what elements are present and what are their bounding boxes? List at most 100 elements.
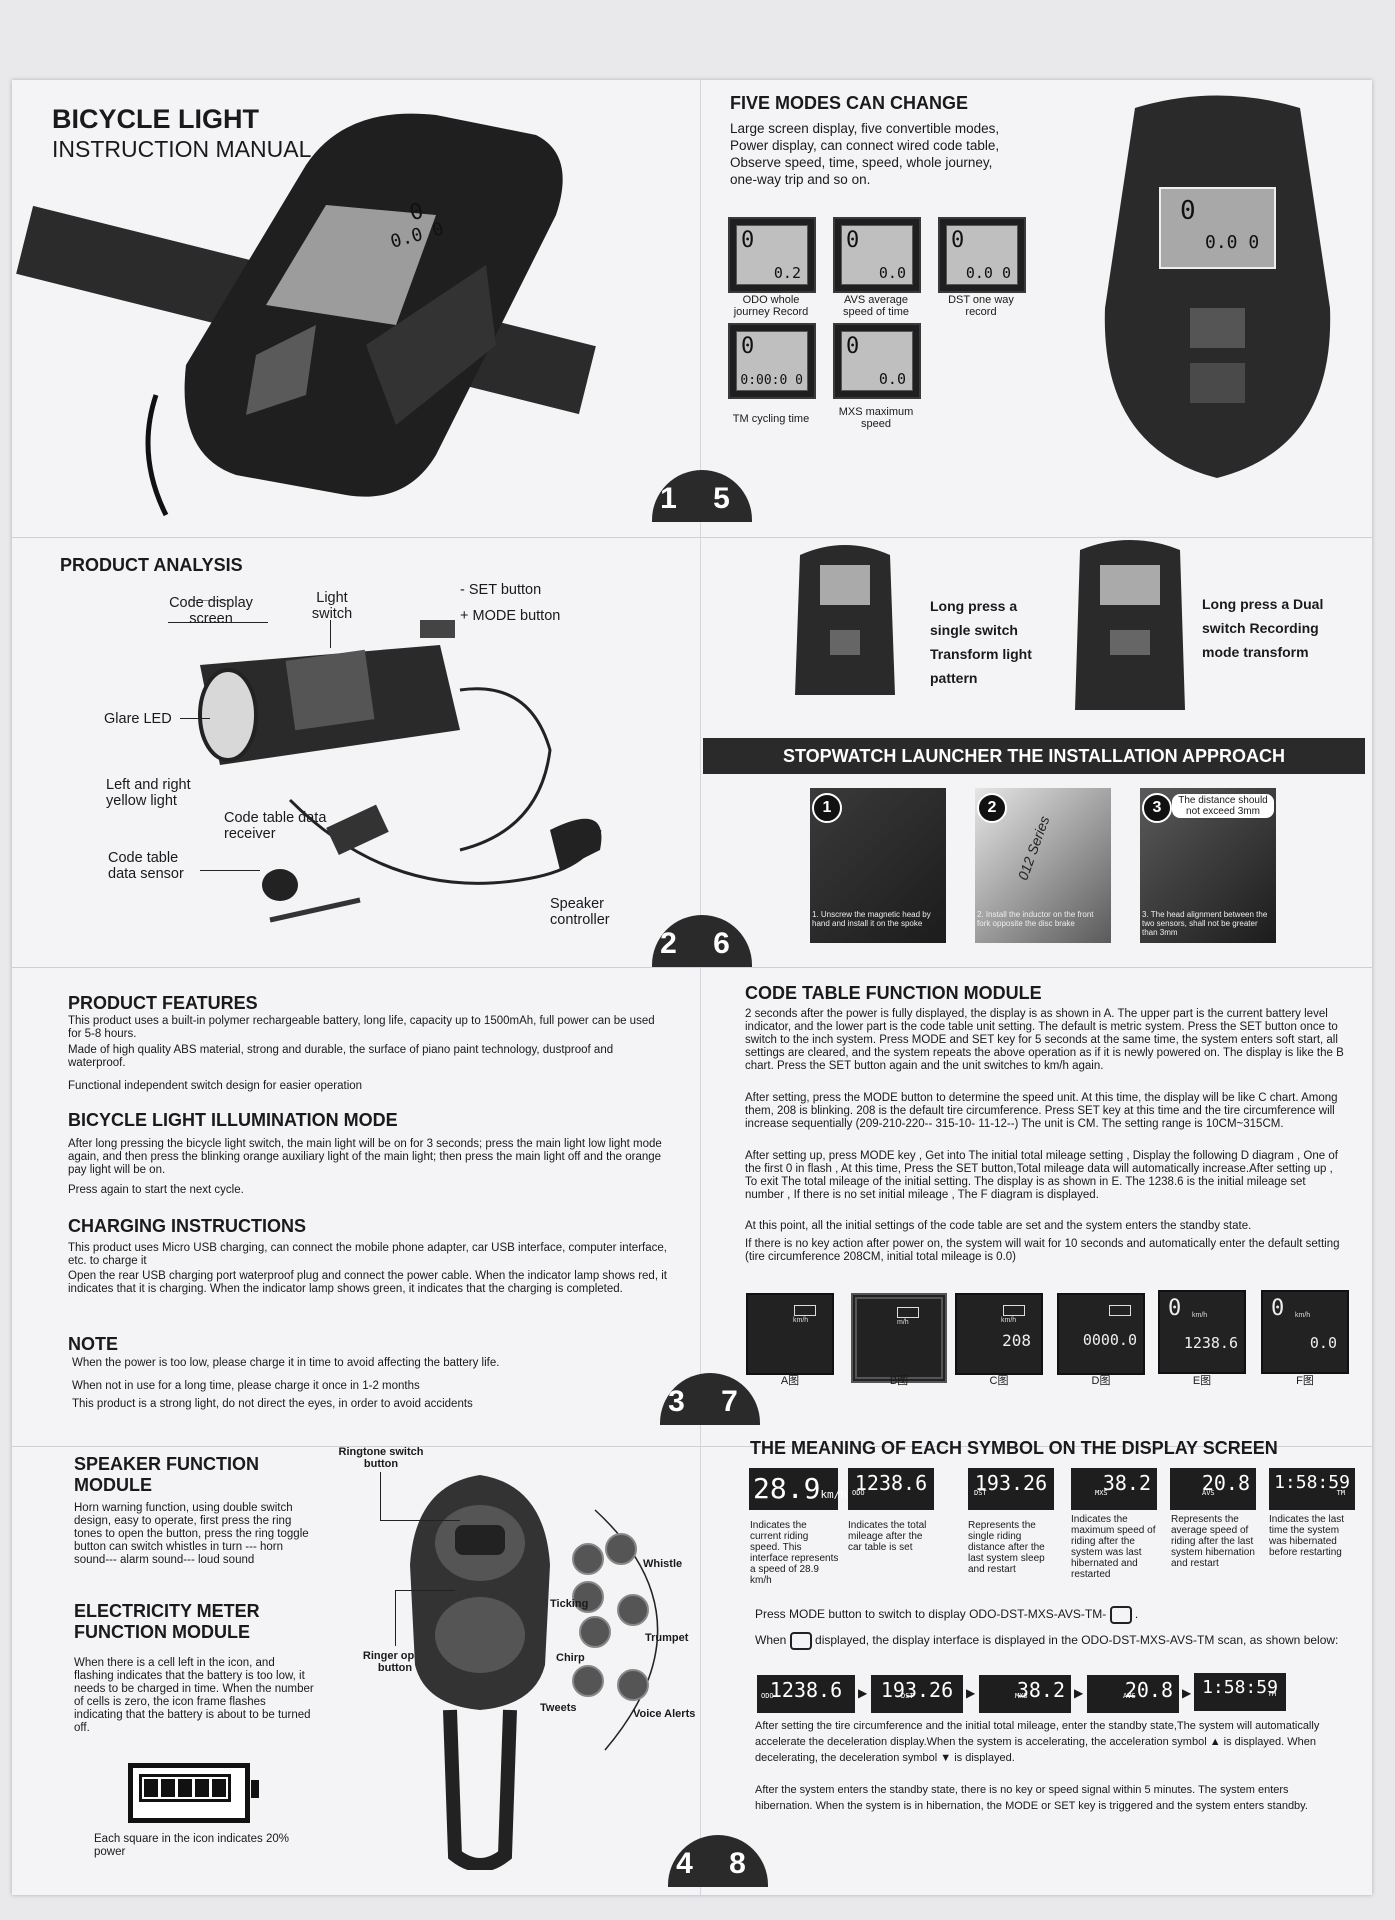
label-set-button: - SET button (460, 582, 542, 598)
note-line-3: This product is a strong light, do not d… (72, 1398, 473, 1410)
front-lcd-speed: 0 (1180, 196, 1196, 226)
hibernation-text: After the system enters the standby stat… (755, 1784, 1308, 1812)
leader-line (168, 622, 268, 623)
fold-line-vertical (700, 80, 701, 1895)
speaker-body: Horn warning function, using double swit… (74, 1502, 309, 1566)
five-modes-body: Large screen display, five convertible m… (730, 121, 1000, 187)
tweets-icon (572, 1665, 604, 1697)
diagram-f: 0 km/h 0.0 (1261, 1290, 1349, 1374)
symbol-dst-desc: Represents the single riding distance af… (968, 1520, 1045, 1575)
install-step-1-number: 1 (812, 793, 842, 823)
features-title: PRODUCT FEATURES (68, 993, 258, 1013)
label-speaker: Speaker controller (550, 896, 610, 928)
note-title: NOTE (68, 1334, 119, 1354)
label-light-switch: Light switch (311, 590, 353, 622)
diagram-b: m/h (851, 1293, 947, 1383)
sound-voice-alerts-label: Voice Alerts (633, 1708, 696, 1720)
product-analysis-title: PRODUCT ANALYSIS (60, 555, 243, 575)
note-line-1: When the power is too low, please charge… (72, 1357, 500, 1369)
chirp-icon (579, 1616, 611, 1648)
install-step-3-label: The distance should not exceed 3mm (1172, 794, 1274, 818)
meter-caption: Each square in the icon indicates 20% po… (94, 1833, 289, 1858)
code-table-para-5: If there is no key action after power on… (745, 1238, 1340, 1263)
mode-caption-tm: TM cycling time (732, 413, 810, 425)
mode-caption-dst: DST one way record (948, 294, 1014, 318)
when-displayed-text: When displayed, the display interface is… (755, 1632, 1345, 1650)
label-ringer-open: Ringer open button (362, 1650, 428, 1674)
meter-title: ELECTRICITY METER FUNCTION MODULE (74, 1601, 260, 1642)
sound-ticking-label: Ticking (550, 1598, 589, 1610)
page-title: BICYCLE LIGHT (52, 104, 259, 134)
diagram-e: 0 km/h 1238.6 (1158, 1290, 1246, 1374)
code-table-para-2: After setting, press the MODE button to … (745, 1092, 1338, 1130)
product-analysis-illustration (190, 600, 602, 923)
charging-title: CHARGING INSTRUCTIONS (68, 1216, 306, 1236)
fold-line (12, 1446, 1372, 1447)
symbols-title: THE MEANING OF EACH SYMBOL ON THE DISPLA… (750, 1438, 1278, 1458)
diagram-c-label: C图 (989, 1375, 1009, 1387)
long-press-single-text: Long press a single switch Transform lig… (930, 598, 1032, 686)
code-table-para-3: After setting up, press MODE key , Get i… (745, 1150, 1338, 1201)
cycle-symbol-icon (789, 1632, 812, 1650)
horn-icon (572, 1543, 604, 1575)
charging-line-2: Open the rear USB charging port waterpro… (68, 1270, 667, 1295)
symbol-avs-desc: Represents the average speed of riding a… (1171, 1514, 1255, 1569)
scan-arrow-icon: ▶ (858, 1686, 868, 1700)
symbol-speed-desc: Indicates the current riding speed. This… (750, 1520, 839, 1586)
leader-line (180, 718, 210, 719)
features-line-3: Functional independent switch design for… (68, 1080, 363, 1092)
sound-whistle-label: Whistle (643, 1558, 683, 1570)
install-step-1-caption: 1. Unscrew the magnetic head by hand and… (812, 910, 931, 928)
leader-line (200, 870, 260, 871)
battery-icon (128, 1763, 259, 1823)
fold-line (12, 967, 1372, 968)
scan-arrow-icon: ▶ (1182, 1686, 1192, 1700)
symbol-odo-desc: Indicates the total mileage after the ca… (848, 1520, 927, 1553)
sound-trumpet-label: Trumpet (645, 1632, 689, 1644)
install-step-3-caption: 3. The head alignment between the two se… (1142, 910, 1268, 937)
label-code-display: Code display screen (169, 595, 253, 627)
leader-line (395, 1590, 396, 1646)
leader-line (330, 620, 331, 648)
diagram-c: km/h 208 (955, 1293, 1043, 1375)
install-step-2-caption: 2. Install the inductor on the front for… (977, 910, 1094, 928)
fold-line (12, 537, 1372, 538)
diagram-d: 0000.0 (1057, 1293, 1145, 1375)
label-mode-button: + MODE button (460, 608, 561, 624)
code-table-para-1: 2 seconds after the power is fully displ… (745, 1008, 1344, 1072)
speaker-controller-illustration (410, 1475, 550, 1870)
sound-chirp-label: Chirp (556, 1652, 585, 1664)
mode-caption-mxs: MXS maximum speed (838, 406, 914, 430)
leader-line (380, 1520, 460, 1521)
cycle-symbol-icon (1109, 1606, 1132, 1624)
page-number-badge: 4 8 (668, 1835, 768, 1887)
scan-arrow-icon: ▶ (1074, 1686, 1084, 1700)
page-subtitle: INSTRUCTION MANUAL (52, 136, 312, 162)
charging-line-1: This product uses Micro USB charging, ca… (68, 1242, 667, 1267)
front-lcd-value: 0.0 0 (1205, 232, 1260, 253)
long-press-dual-text: Long press a Dual switch Recording mode … (1202, 596, 1324, 660)
trumpet-icon (617, 1594, 649, 1626)
leader-line (395, 1590, 455, 1591)
illumination-title: BICYCLE LIGHT ILLUMINATION MODE (68, 1110, 398, 1130)
whistle-icon (605, 1533, 637, 1565)
mode-caption-avs: AVS average speed of time (842, 294, 910, 318)
install-step-3-number: 3 (1142, 793, 1172, 823)
voice-alerts-icon (617, 1669, 649, 1701)
code-table-title: CODE TABLE FUNCTION MODULE (745, 983, 1042, 1003)
diagram-a: km/h (746, 1293, 834, 1375)
symbol-speed: 28.9km/h (749, 1468, 847, 1510)
label-yellow-light: Left and right yellow light (106, 777, 191, 809)
note-line-2: When not in use for a long time, please … (72, 1380, 420, 1392)
features-line-2: Made of high quality ABS material, stron… (68, 1044, 614, 1069)
